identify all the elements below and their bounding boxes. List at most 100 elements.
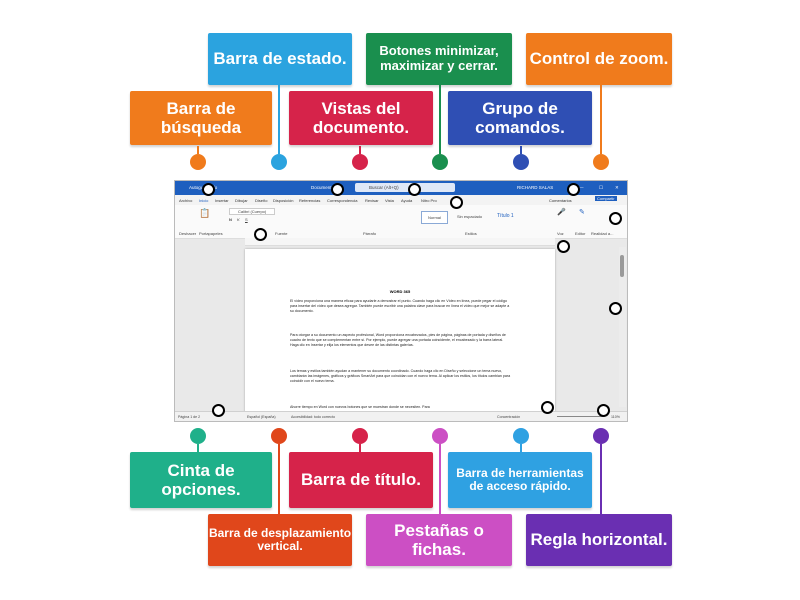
- minimize-icon[interactable]: —: [579, 185, 584, 190]
- close-icon[interactable]: ✕: [615, 185, 619, 190]
- tab-insertar[interactable]: Insertar: [215, 198, 229, 203]
- pin-titulo: [352, 428, 368, 444]
- pin-line: [520, 444, 522, 452]
- tab-dibujar[interactable]: Dibujar: [235, 198, 248, 203]
- vertical-scrollbar[interactable]: [619, 247, 626, 407]
- bold-icon[interactable]: N: [229, 217, 232, 222]
- pin-comandos: [513, 154, 529, 170]
- group-estilos: Estilos: [465, 231, 477, 236]
- label-barra-acceso-rapido: Barra de herramientas de acceso rápido.: [448, 452, 592, 508]
- group-editor: Editor: [575, 231, 586, 236]
- pin-regla: [593, 428, 609, 444]
- paste-icon[interactable]: 📋: [199, 208, 211, 218]
- pin-desplazamiento: [271, 428, 287, 444]
- pin-line: [600, 444, 602, 514]
- pin-botones: [432, 154, 448, 170]
- label-regla-horizontal: Regla horizontal.: [526, 514, 672, 566]
- document-title: Documento1: [311, 185, 337, 190]
- marker: [408, 183, 421, 196]
- status-focus[interactable]: Concentración: [497, 415, 521, 419]
- pin-line: [197, 146, 199, 154]
- word-window: Autoguardado Documento1 Buscar (Alt+Q) R…: [174, 180, 628, 422]
- group-portapapeles: Portapapeles: [199, 231, 223, 236]
- search-placeholder: Buscar (Alt+Q): [369, 185, 399, 190]
- marker: [557, 240, 570, 253]
- group-fuente: Fuente: [275, 231, 288, 236]
- pin-line: [439, 85, 441, 154]
- marker: [331, 183, 344, 196]
- doc-paragraph: Para otorgar a su documento un aspecto p…: [290, 333, 506, 347]
- pin-vistas: [352, 154, 368, 170]
- tab-referencias[interactable]: Referencias: [299, 198, 321, 203]
- style-sin-espaciado[interactable]: Sin espaciado: [457, 214, 483, 219]
- tab-disposicion[interactable]: Disposición: [273, 198, 294, 203]
- pin-cinta: [190, 428, 206, 444]
- tab-ayuda[interactable]: Ayuda: [401, 198, 413, 203]
- tab-archivo[interactable]: Archivo: [179, 198, 193, 203]
- label-botones-ventana: Botones minimizar, maximizar y cerrar.: [366, 33, 512, 85]
- pin-line: [359, 146, 361, 154]
- doc-paragraph: Ahorre tiempo en Word con nuevos botones…: [290, 405, 430, 409]
- marker: [202, 183, 215, 196]
- marker: [541, 401, 554, 414]
- title-bar: Autoguardado Documento1 Buscar (Alt+Q) R…: [175, 181, 627, 195]
- label-vistas-documento: Vistas del documento.: [289, 91, 433, 145]
- label-barra-desplazamiento: Barra de desplazamiento vertical.: [208, 514, 352, 566]
- pin-zoom: [593, 154, 609, 170]
- status-accessibility[interactable]: Accesibilidad: todo correcto: [291, 415, 335, 419]
- tab-nitro[interactable]: Nitro Pro: [421, 198, 437, 203]
- group-parrafo: Párrafo: [363, 231, 377, 236]
- document-page[interactable]: WORD 365 El vídeo proporciona una manera…: [245, 249, 555, 419]
- maximize-icon[interactable]: ☐: [599, 185, 604, 190]
- italic-icon[interactable]: K: [237, 217, 240, 222]
- tab-inicio[interactable]: Inicio: [199, 198, 209, 203]
- label-grupo-comandos: Grupo de comandos.: [448, 91, 592, 145]
- marker: [450, 196, 463, 209]
- doc-paragraph: Los temas y estilos también ayudan a man…: [290, 369, 511, 383]
- mic-icon[interactable]: 🎤: [557, 209, 566, 216]
- doc-heading: WORD 365: [389, 289, 411, 294]
- font-name-field[interactable]: Calibri (Cuerpo): [229, 208, 276, 215]
- label-barra-titulo: Barra de título.: [289, 452, 433, 508]
- scroll-thumb[interactable]: [620, 255, 624, 277]
- label-barra-estado: Barra de estado.: [208, 33, 352, 85]
- marker: [212, 404, 225, 417]
- group-voz: Voz: [557, 231, 564, 236]
- tab-correspondencia[interactable]: Correspondencia: [327, 198, 358, 203]
- zoom-slider[interactable]: [557, 416, 603, 417]
- status-page: Página 1 de 2: [178, 415, 201, 419]
- marker: [609, 212, 622, 225]
- pin-line: [197, 444, 199, 452]
- ribbon: 📋 Calibri (Cuerpo) N K S Normal Sin espa…: [175, 205, 627, 239]
- label-control-zoom: Control de zoom.: [526, 33, 672, 85]
- pin-line: [439, 444, 441, 514]
- zoom-value[interactable]: 110%: [611, 415, 620, 419]
- ribbon-tabs: Archivo Inicio Insertar Dibujar Diseño D…: [175, 195, 627, 205]
- comments-button[interactable]: Comentarios: [549, 198, 572, 203]
- search-box[interactable]: Buscar (Alt+Q): [355, 183, 455, 192]
- pin-line: [600, 85, 602, 154]
- marker: [597, 404, 610, 417]
- tab-revisar[interactable]: Revisar: [365, 198, 379, 203]
- editor-icon[interactable]: ✎: [579, 209, 585, 216]
- tab-diseno[interactable]: Diseño: [255, 198, 268, 203]
- group-realidad: Realidad a...: [591, 231, 614, 236]
- label-barra-busqueda: Barra de búsqueda: [130, 91, 272, 145]
- label-pestanas: Pestañas o fichas.: [366, 514, 512, 566]
- pin-busqueda: [190, 154, 206, 170]
- style-titulo1[interactable]: Título 1: [497, 213, 514, 219]
- share-button[interactable]: Compartir: [595, 196, 617, 201]
- pin-line: [359, 444, 361, 452]
- style-normal[interactable]: Normal: [421, 211, 448, 224]
- pin-line: [278, 444, 280, 514]
- pin-acceso-rapido: [513, 428, 529, 444]
- horizontal-ruler[interactable]: [245, 238, 555, 246]
- marker: [567, 183, 580, 196]
- status-bar: Página 1 de 2 Español (España) Accesibil…: [175, 411, 627, 421]
- pin-pestanas: [432, 428, 448, 444]
- status-language[interactable]: Español (España): [247, 415, 276, 419]
- pin-line: [278, 85, 280, 154]
- underline-icon[interactable]: S: [245, 217, 248, 222]
- tab-vista[interactable]: Vista: [385, 198, 394, 203]
- label-cinta-opciones: Cinta de opciones.: [130, 452, 272, 508]
